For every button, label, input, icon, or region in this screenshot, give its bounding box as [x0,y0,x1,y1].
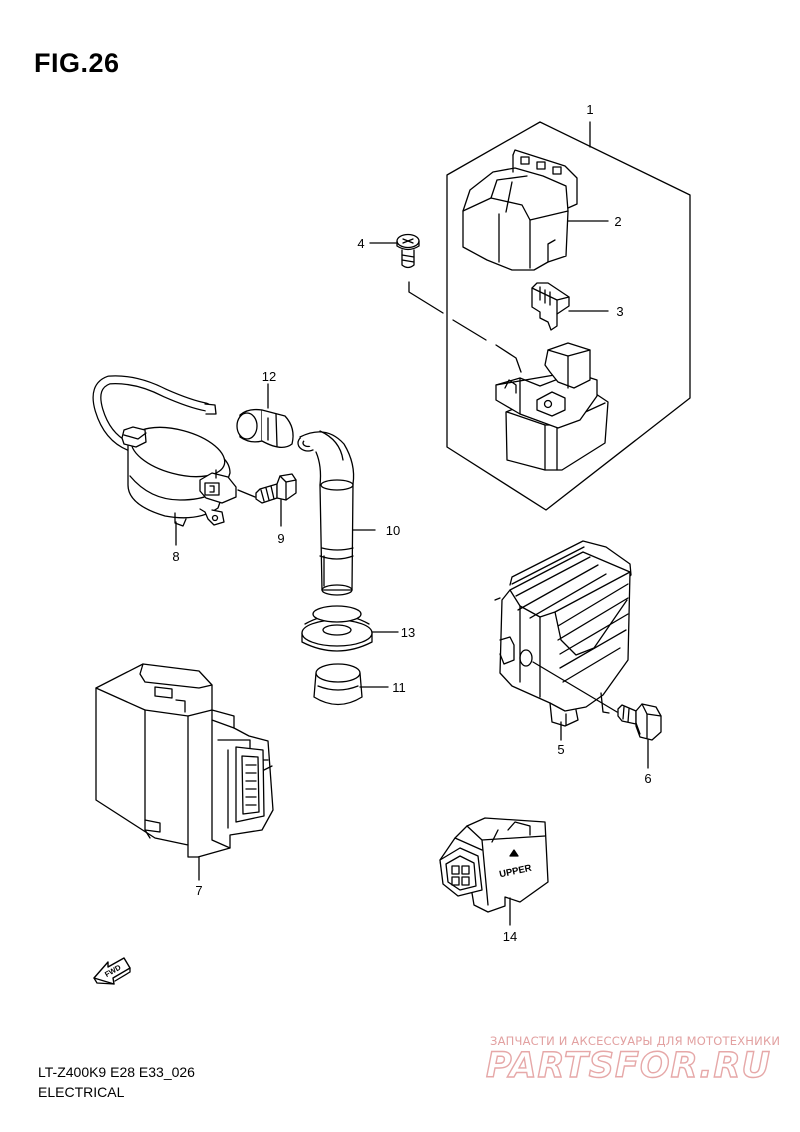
assembly-line-4c [495,344,522,373]
forward-arrow-icon [93,957,131,985]
callout-8: 8 [172,549,179,564]
watermark-logo: PARTSFOR.RU [485,1045,771,1086]
cap-seal-part-12 [236,408,294,448]
callout-1: 1 [586,102,593,117]
callout-3: 3 [616,304,623,319]
callout-9: 9 [277,531,284,546]
model-code: LT-Z400K9 E28 E33_026 [38,1064,195,1080]
callout-7: 7 [195,883,202,898]
ignition-coil [92,375,237,527]
fuse [531,282,570,331]
watermark-tagline: ЗАПЧАСТИ И АКСЕССУАРЫ ДЛЯ МОТОТЕХНИКИ [490,1034,781,1048]
relay-cover [462,149,578,271]
callout-4: 4 [357,236,364,251]
grommet-part-13 [301,605,373,652]
callout-12: 12 [262,369,276,384]
callout-13: 13 [401,625,415,640]
callout-14: 14 [503,929,517,944]
callout-11: 11 [392,680,406,695]
leader-8b [237,489,256,498]
relay-assembly-group [446,121,691,511]
bolt-part-6 [617,703,662,741]
assembly-line-4a [408,281,444,314]
screw-part-4 [396,233,420,269]
leader-5-bolt [532,661,618,713]
callout-10: 10 [386,523,400,538]
connector-part-14 [439,817,549,913]
bolt-part-9 [255,473,297,504]
figure-title: FIG.26 [34,48,120,78]
cap-part-11 [313,663,363,706]
callout-5: 5 [557,742,564,757]
regulator-rectifier [494,540,632,727]
plug-cap-part-10 [297,430,355,596]
starter-relay [495,342,609,471]
callout-6: 6 [644,771,651,786]
ecm-unit [95,663,274,858]
callout-2: 2 [614,214,621,229]
assembly-line-4b [452,319,487,341]
section-title: ELECTRICAL [38,1084,125,1100]
